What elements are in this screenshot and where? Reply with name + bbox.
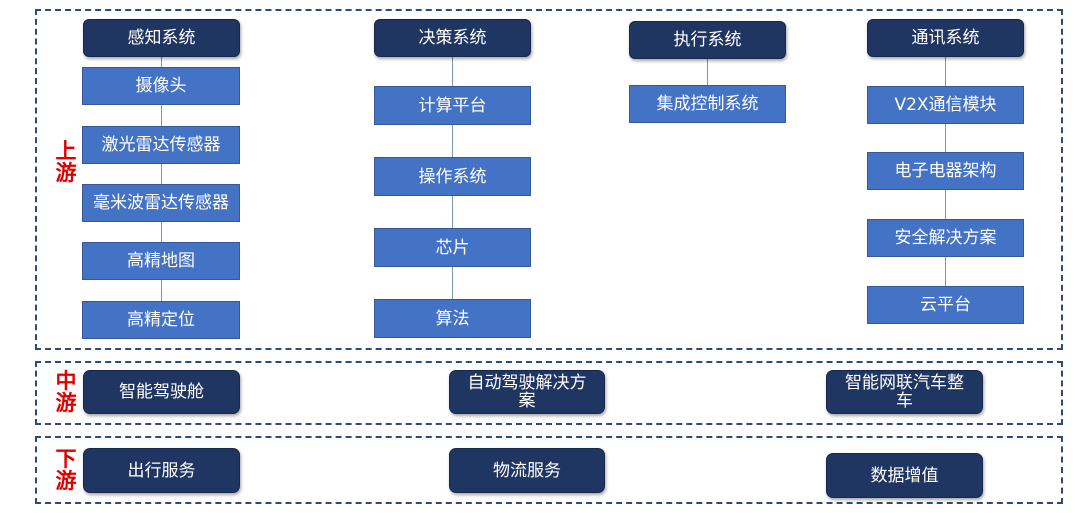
stage-label-downstream: 下 游	[54, 448, 78, 492]
downstream-item-mobility-service: 出行服务	[83, 448, 240, 493]
stage-label-downstream-char-2: 游	[55, 469, 77, 493]
perception-system-header: 感知系统	[83, 19, 240, 57]
perception-item-hd-map: 高精地图	[82, 242, 240, 280]
stage-label-midstream-char-1: 中	[55, 369, 77, 393]
upstream-section	[35, 9, 1063, 350]
communication-item-cloud-platform: 云平台	[867, 286, 1024, 324]
midstream-item-smart-cockpit: 智能驾驶舱	[83, 370, 240, 414]
decision-item-computing-platform: 计算平台	[374, 86, 531, 125]
midstream-item-autonomous-driving-solution: 自动驾驶解决方案	[449, 370, 605, 414]
communication-item-v2x-module: V2X通信模块	[867, 86, 1024, 124]
perception-item-lidar: 激光雷达传感器	[82, 126, 240, 164]
stage-label-upstream-char-2: 游	[55, 161, 77, 185]
execution-item-integrated-control: 集成控制系统	[629, 85, 786, 123]
downstream-item-data-value-added: 数据增值	[826, 453, 983, 498]
decision-item-chip: 芯片	[374, 228, 531, 267]
perception-item-camera: 摄像头	[82, 67, 240, 105]
stage-label-downstream-char-1: 下	[55, 447, 77, 471]
stage-label-midstream-char-2: 游	[55, 391, 77, 415]
downstream-item-logistics-service: 物流服务	[449, 448, 605, 493]
downstream-section	[35, 436, 1063, 504]
communication-system-header: 通讯系统	[867, 19, 1024, 57]
perception-connector	[161, 57, 162, 302]
midstream-item-connected-vehicle: 智能网联汽车整车	[826, 370, 983, 414]
stage-label-upstream-char-1: 上	[55, 139, 77, 163]
decision-system-header: 决策系统	[374, 19, 531, 57]
decision-item-algorithm: 算法	[374, 299, 531, 338]
stage-label-upstream: 上 游	[54, 140, 78, 184]
decision-item-operating-system: 操作系统	[374, 157, 531, 196]
perception-item-hd-positioning: 高精定位	[82, 301, 240, 339]
stage-label-midstream: 中 游	[54, 370, 78, 414]
communication-item-ee-architecture: 电子电器架构	[867, 152, 1024, 190]
communication-item-security-solution: 安全解决方案	[867, 219, 1024, 257]
perception-item-mmwave-radar: 毫米波雷达传感器	[82, 184, 240, 222]
execution-connector	[707, 59, 708, 87]
execution-system-header: 执行系统	[629, 21, 786, 59]
midstream-section	[35, 361, 1063, 425]
